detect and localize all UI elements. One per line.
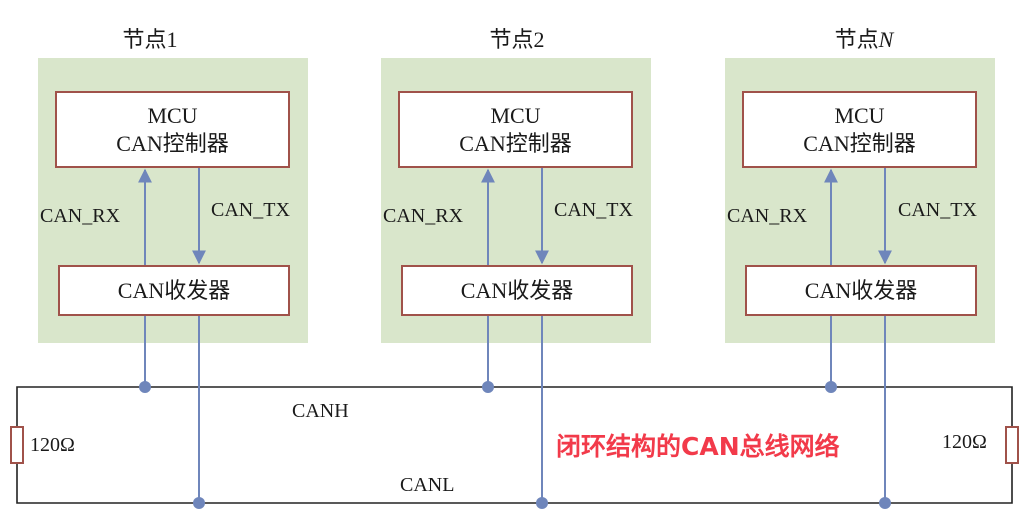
node-1-can-rx-label: CAN_RX — [40, 205, 121, 227]
node-n-title: 节点N — [834, 27, 894, 52]
node-n-mcu-controller: MCU CAN控制器 — [742, 91, 977, 168]
diagram-caption: 闭环结构的CAN总线网络 — [556, 432, 840, 461]
node-n-transceiver: CAN收发器 — [745, 265, 977, 316]
node-2-can-tx-label: CAN_TX — [554, 199, 633, 221]
node-1-title: 节点1 — [122, 27, 178, 52]
mcu-label: MCU — [490, 102, 541, 128]
node-n-canl-junction — [879, 497, 891, 509]
node-n-canh-junction — [825, 381, 837, 393]
node-2-panel: MCU CAN控制器 CAN_RX CAN_TX CAN收发器 — [381, 58, 651, 343]
mcu-label: MCU — [147, 102, 198, 128]
node-1-canh-junction — [139, 381, 151, 393]
right-resistor-label: 120Ω — [942, 431, 987, 453]
left-resistor-label: 120Ω — [30, 434, 75, 456]
node-2-canl-junction — [536, 497, 548, 509]
canl-bus-line — [16, 464, 1013, 504]
node-2-title: 节点2 — [489, 27, 545, 52]
node-2-canh-junction — [482, 381, 494, 393]
node-2-mcu-controller: MCU CAN控制器 — [398, 91, 633, 168]
node-2-transceiver: CAN收发器 — [401, 265, 633, 316]
node-1-transceiver: CAN收发器 — [58, 265, 290, 316]
right-termination-resistor — [1005, 426, 1019, 464]
node-n-can-rx-label: CAN_RX — [727, 205, 808, 227]
node-1-mcu-controller: MCU CAN控制器 — [55, 91, 290, 168]
node-n-can-tx-label: CAN_TX — [898, 199, 977, 221]
canh-bus-line — [16, 386, 1013, 426]
canh-label: CANH — [292, 400, 349, 422]
can-controller-label: CAN控制器 — [803, 130, 916, 156]
node-2-can-rx-label: CAN_RX — [383, 205, 464, 227]
node-1-panel: MCU CAN控制器 CAN_RX CAN_TX CAN收发器 — [38, 58, 308, 343]
can-controller-label: CAN控制器 — [116, 130, 229, 156]
node-1-canl-junction — [193, 497, 205, 509]
mcu-label: MCU — [834, 102, 885, 128]
can-controller-label: CAN控制器 — [459, 130, 572, 156]
node-1-can-tx-label: CAN_TX — [211, 199, 290, 221]
left-termination-resistor — [10, 426, 24, 464]
canl-label: CANL — [400, 474, 455, 496]
node-n-panel: MCU CAN控制器 CAN_RX CAN_TX CAN收发器 — [725, 58, 995, 343]
